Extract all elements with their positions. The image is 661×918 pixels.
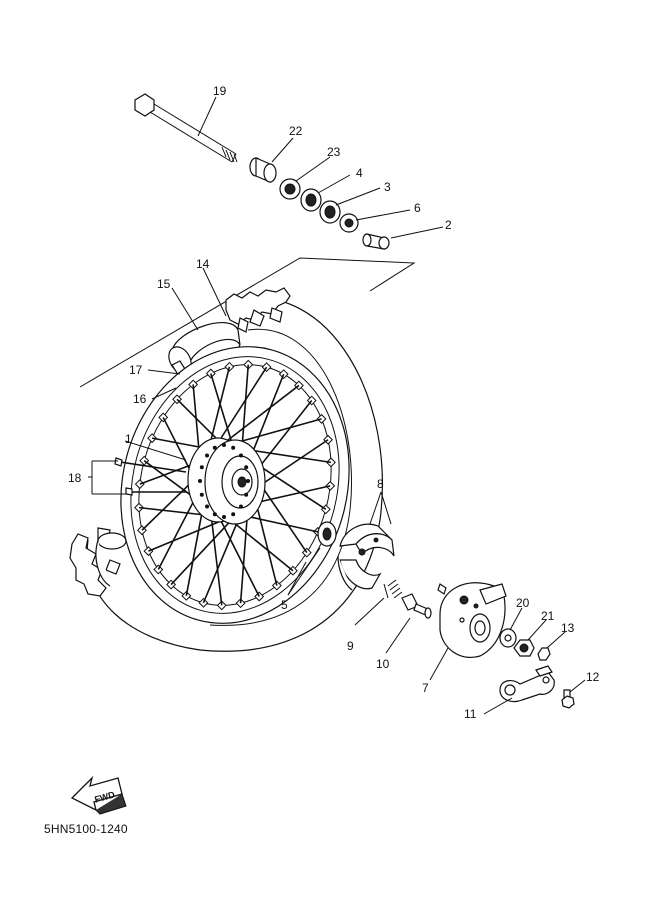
label-part-20: 20 bbox=[516, 596, 530, 610]
label-part-2: 2 bbox=[445, 218, 452, 232]
hub-hole bbox=[238, 453, 243, 458]
label-part-11: 11 bbox=[464, 707, 477, 721]
label-part-16: 16 bbox=[133, 392, 147, 406]
hub-hole bbox=[212, 445, 217, 450]
washer-20 bbox=[499, 628, 517, 648]
label-part-3: 3 bbox=[384, 180, 391, 194]
spoke bbox=[213, 384, 300, 452]
hub-hole bbox=[199, 492, 204, 497]
hub-spoke-holes bbox=[198, 443, 250, 519]
figure-code: 5HN5100-1240 bbox=[44, 822, 128, 836]
nut-13 bbox=[537, 647, 551, 661]
spoke bbox=[210, 373, 235, 448]
spoke bbox=[240, 364, 250, 455]
label-part-8: 8 bbox=[377, 477, 384, 491]
bolt-12 bbox=[561, 689, 575, 709]
spoke bbox=[170, 512, 239, 586]
part-labels: 1 2 3 4 5 6 7 8 9 10 11 12 13 14 15 16 1… bbox=[68, 84, 600, 721]
leader-lines bbox=[88, 96, 586, 715]
spoke bbox=[217, 515, 260, 597]
label-part-9: 9 bbox=[347, 639, 354, 653]
label-part-14: 14 bbox=[196, 257, 210, 271]
hub-hole bbox=[205, 453, 210, 458]
hub-hole bbox=[244, 492, 249, 497]
hub-hole bbox=[222, 515, 226, 519]
hub-hole bbox=[246, 479, 250, 483]
spoke bbox=[227, 517, 294, 572]
brake-shoe-plate bbox=[437, 582, 507, 658]
label-part-13: 13 bbox=[561, 621, 575, 635]
label-part-17: 17 bbox=[129, 363, 143, 377]
label-part-22: 22 bbox=[289, 124, 303, 138]
label-part-18: 18 bbox=[68, 471, 82, 485]
label-part-7: 7 bbox=[422, 681, 429, 695]
label-part-6: 6 bbox=[414, 201, 421, 215]
hub-hole bbox=[205, 504, 210, 509]
oil-seal-23 bbox=[279, 178, 301, 200]
oil-seal-6 bbox=[339, 213, 359, 233]
bearing-4 bbox=[300, 188, 322, 212]
nut-21 bbox=[513, 639, 535, 657]
label-part-1: 1 bbox=[125, 432, 132, 446]
spacer-2 bbox=[362, 233, 390, 250]
brake-arm bbox=[499, 665, 555, 703]
hub-hole bbox=[231, 512, 236, 517]
bearing-3 bbox=[319, 200, 341, 224]
label-part-23: 23 bbox=[327, 145, 341, 159]
hub-hole bbox=[222, 443, 226, 447]
forward-direction-arrow: FWD bbox=[70, 775, 127, 815]
hub-hole bbox=[198, 479, 202, 483]
label-part-10: 10 bbox=[376, 657, 390, 671]
hub-bearing-5 bbox=[317, 521, 337, 547]
spoke-set bbox=[114, 457, 187, 496]
label-part-4: 4 bbox=[356, 166, 363, 180]
spoke bbox=[148, 517, 230, 552]
hub-hole bbox=[238, 504, 243, 509]
label-part-5: 5 bbox=[281, 598, 288, 612]
label-part-19: 19 bbox=[213, 84, 227, 98]
hub-hole bbox=[244, 465, 249, 470]
brake-shoe-kit bbox=[337, 523, 395, 591]
front-axle bbox=[134, 93, 238, 163]
label-part-12: 12 bbox=[586, 670, 600, 684]
hub-hole bbox=[212, 512, 217, 517]
collar bbox=[249, 157, 277, 183]
label-part-15: 15 bbox=[157, 277, 171, 291]
brake-camshaft bbox=[401, 593, 432, 619]
brake-spring bbox=[383, 579, 403, 599]
hub bbox=[187, 437, 266, 525]
hub-hole bbox=[231, 445, 236, 450]
label-part-21: 21 bbox=[541, 609, 555, 623]
hub-hole bbox=[199, 465, 204, 470]
tire-group-bracket bbox=[79, 257, 416, 388]
